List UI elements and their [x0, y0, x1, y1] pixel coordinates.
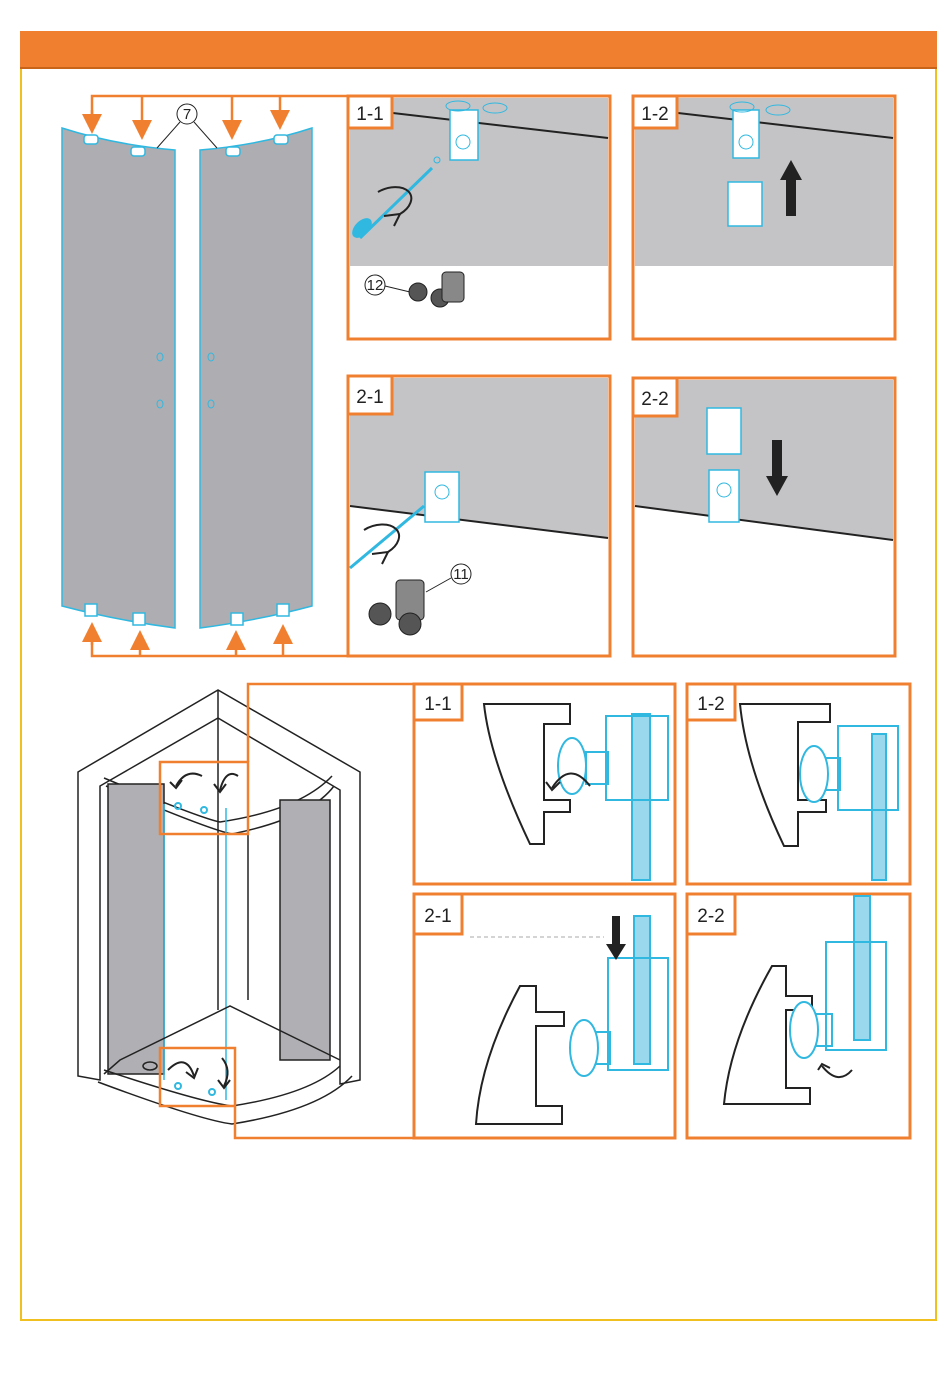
top-panel-2-1: 2-1 11 [348, 376, 610, 656]
top-panel-1-2: 1-2 [633, 96, 895, 339]
svg-text:2-2: 2-2 [697, 906, 724, 927]
svg-text:2-1: 2-1 [356, 387, 383, 408]
svg-text:1-1: 1-1 [356, 104, 383, 125]
shower-enclosure [78, 690, 360, 1124]
bottom-panel-2-2: 2-2 [687, 894, 910, 1138]
top-panel-2-2: 2-2 [633, 378, 895, 656]
door-panels [62, 128, 312, 628]
left-door-panel [62, 128, 175, 628]
svg-text:12: 12 [367, 277, 384, 294]
svg-text:11: 11 [453, 566, 469, 583]
svg-text:1-2: 1-2 [697, 694, 724, 715]
svg-text:7: 7 [183, 106, 191, 123]
bottom-arrows [92, 630, 348, 656]
bottom-panel-1-2: 1-2 [687, 684, 910, 884]
top-arrows [92, 96, 348, 130]
svg-text:1-1: 1-1 [424, 694, 451, 715]
right-door-panel [200, 128, 312, 628]
bottom-panel-1-1: 1-1 [414, 684, 675, 884]
svg-text:2-1: 2-1 [424, 906, 451, 927]
top-panel-1-1: 1-1 12 [348, 96, 610, 339]
svg-text:2-2: 2-2 [641, 389, 668, 410]
callout-7: 7 [157, 104, 217, 148]
svg-text:1-2: 1-2 [641, 104, 668, 125]
bottom-panel-2-1: 2-1 [414, 894, 675, 1138]
